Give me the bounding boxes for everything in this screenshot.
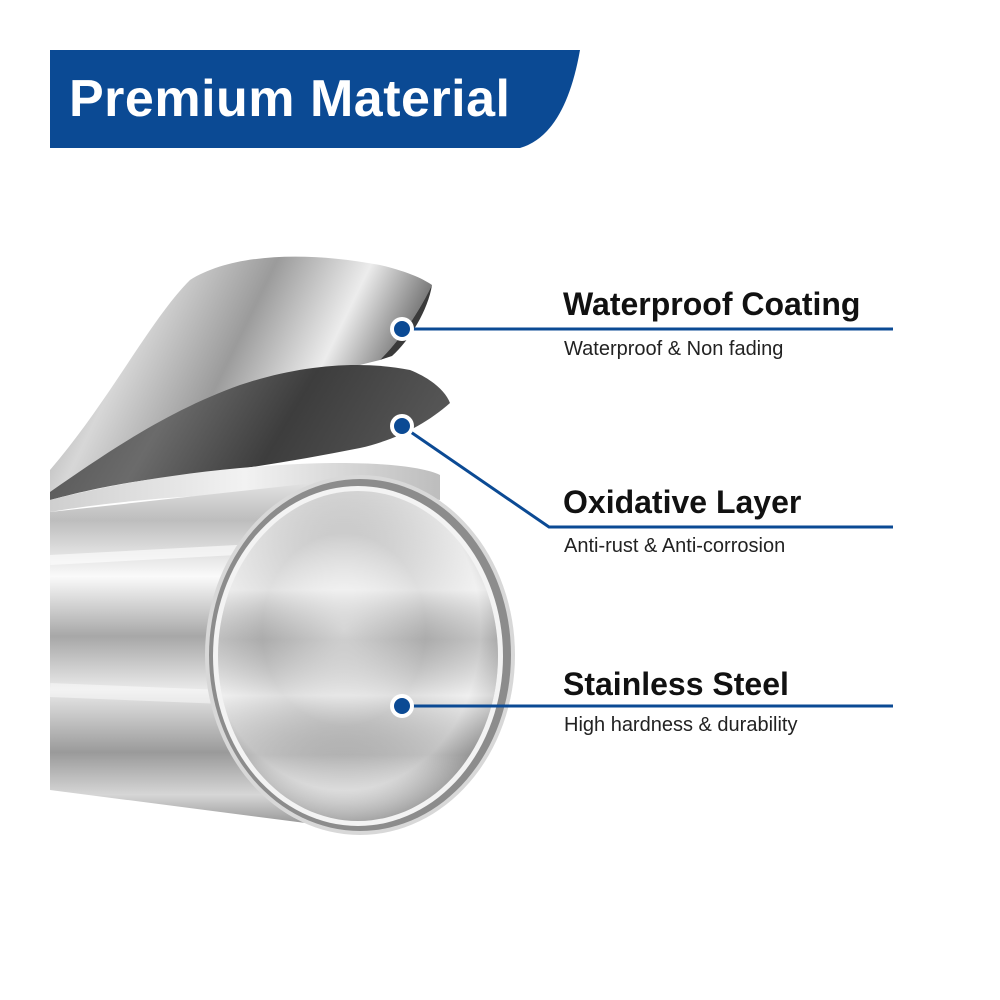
- feature-title-stainless-steel: Stainless Steel: [563, 666, 789, 702]
- callout-line-oxidative: [401, 424, 893, 529]
- feature-title-oxidative-layer: Oxidative Layer: [563, 484, 802, 520]
- feature-title-waterproof-coating: Waterproof Coating: [563, 286, 861, 322]
- header-banner: Premium Material: [50, 50, 580, 148]
- feature-desc-stainless-steel: High hardness & durability: [564, 714, 798, 736]
- oxidative-sheet: [50, 365, 450, 512]
- callout-dot-icon: [390, 317, 414, 341]
- callout-lines: [401, 327, 893, 708]
- callout-dot-icon: [390, 414, 414, 438]
- page-title: Premium Material: [69, 70, 511, 128]
- feature-desc-waterproof-coating: Waterproof & Non fading: [564, 338, 784, 360]
- banner-background: [50, 50, 580, 148]
- steel-tube: [49, 475, 515, 835]
- callout-dot-icon: [390, 694, 414, 718]
- feature-desc-oxidative-layer: Anti-rust & Anti-corrosion: [564, 535, 786, 557]
